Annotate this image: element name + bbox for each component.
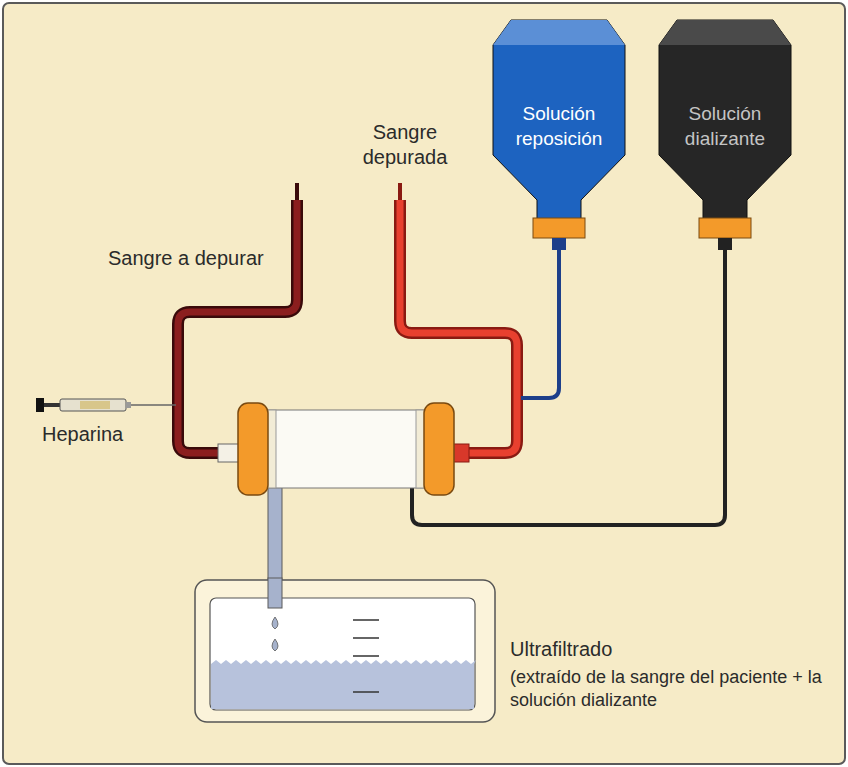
syringe-fluid — [80, 401, 110, 409]
dialysate-bottle: Solución dializante — [659, 20, 791, 250]
bottle-body — [659, 20, 791, 220]
drop — [272, 639, 278, 651]
ultrafiltrate-tube — [268, 486, 282, 582]
container-outline — [195, 580, 495, 722]
drop — [272, 617, 278, 629]
bottle-cap — [699, 218, 751, 238]
blood-line-tip — [295, 183, 299, 202]
syringe-body — [60, 399, 126, 411]
node-title: Solución dializante — [663, 102, 787, 151]
graduation-mark — [353, 691, 379, 693]
graduation-mark — [353, 655, 379, 657]
bottle-top — [493, 20, 625, 45]
background-frame — [3, 3, 845, 764]
line-label: Sangre depurada — [352, 120, 458, 170]
ultrafiltrate-container: Ultrafiltrado(extraído de la sangre del … — [195, 580, 495, 722]
heparin-line — [128, 404, 176, 406]
filter-outlet — [453, 444, 469, 462]
graduation-mark — [353, 619, 379, 621]
bottle-nozzle — [718, 238, 732, 250]
bottle-nozzle — [552, 238, 566, 250]
filter-fibres — [262, 410, 430, 488]
bottle-top — [659, 20, 791, 45]
replacement-tube — [521, 250, 559, 398]
filter-cap — [238, 403, 268, 495]
node-title: Solución reposición — [497, 102, 621, 151]
container-tray — [210, 598, 475, 710]
syringe-tip — [126, 402, 131, 408]
graduation-mark — [353, 637, 379, 639]
bottle-body — [493, 20, 625, 220]
line-label: Heparina — [42, 422, 162, 447]
replacement-bottle: Solución reposición — [493, 20, 625, 250]
ultrafiltrate-tube — [268, 578, 282, 608]
blood-line-tip — [398, 183, 402, 202]
ultrafiltrate-container-shape — [195, 580, 495, 722]
node-description: (extraído de la sangre del paciente + la… — [510, 666, 830, 713]
node-title: Ultrafiltrado — [510, 636, 830, 662]
line-label: Sangre a depurar — [108, 246, 288, 271]
filter-cap — [424, 403, 454, 495]
syringe-plunger — [36, 398, 44, 412]
bottle-cap — [533, 218, 585, 238]
ultrafiltrate-liquid — [211, 660, 476, 709]
dialysate-tube — [412, 250, 725, 525]
syringe-plunger — [44, 403, 60, 407]
